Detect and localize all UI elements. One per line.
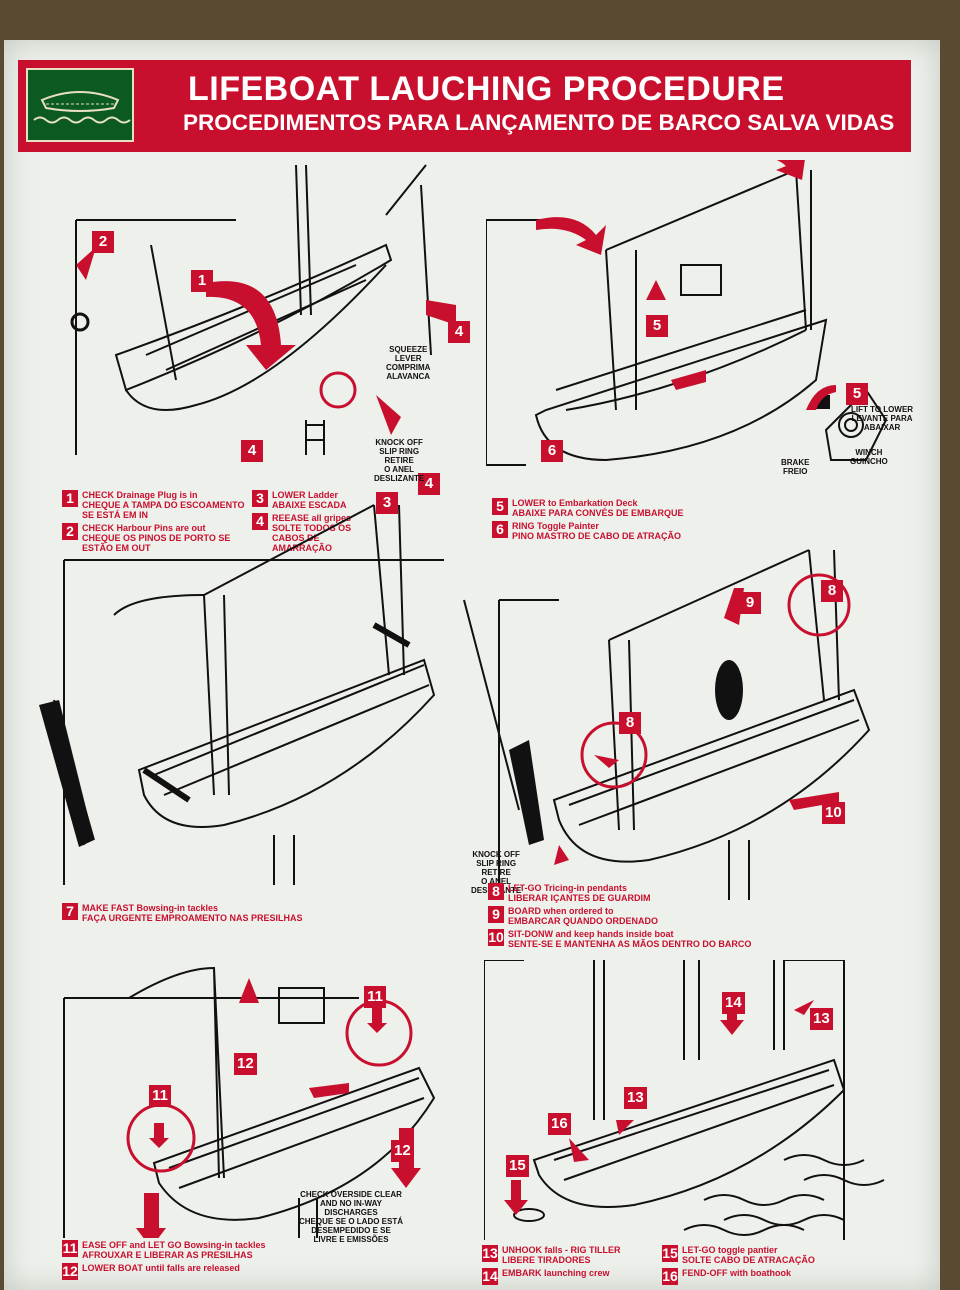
title-english: LIFEBOAT LAUCHING PROCEDURE	[188, 70, 785, 108]
logo	[26, 68, 134, 142]
panel-5-drawing	[63, 966, 436, 1238]
step-tag: 6	[541, 440, 563, 462]
step-tag: 12	[234, 1053, 257, 1075]
step-tag: 11	[364, 986, 386, 1008]
panel-2-drawing	[486, 160, 888, 466]
step-tag: 4	[418, 473, 440, 495]
step-tag: 14	[722, 992, 745, 1014]
lifeboat-icon	[33, 91, 131, 124]
step-tag: 13	[810, 1008, 833, 1030]
step-tag: 11	[149, 1085, 171, 1107]
step-tag: 10	[822, 802, 845, 824]
header-banner: LIFEBOAT LAUCHING PROCEDURE PROCEDIMENTO…	[18, 60, 911, 152]
step-tag: 4	[241, 440, 263, 462]
panel-3-drawing	[39, 504, 444, 885]
step-tag: 12	[391, 1140, 414, 1162]
panel-3	[24, 495, 464, 890]
step-tag: 16	[548, 1113, 571, 1135]
panel-4-drawing	[463, 549, 871, 900]
step-tag: 9	[739, 592, 761, 614]
step-tag: 1	[191, 270, 213, 292]
title-portuguese: PROCEDIMENTOS PARA LANÇAMENTO DE BARCO S…	[183, 110, 895, 135]
step-tag: 3	[376, 492, 398, 514]
step-tag: 5	[846, 383, 868, 405]
step-tag: 2	[92, 231, 114, 253]
step-tag: 8	[821, 580, 843, 602]
poster: LIFEBOAT LAUCHING PROCEDURE PROCEDIMENTO…	[4, 40, 940, 1290]
step-tag: 15	[506, 1155, 529, 1177]
panel-1-drawing	[70, 164, 456, 455]
step-tag: 4	[448, 321, 470, 343]
panel-6: 14 13 13 16 15	[484, 960, 909, 1240]
panel-6-drawing	[484, 960, 885, 1240]
step-tag: 5	[646, 315, 668, 337]
step-tag: 8	[619, 712, 641, 734]
step-tag: 13	[624, 1087, 647, 1109]
